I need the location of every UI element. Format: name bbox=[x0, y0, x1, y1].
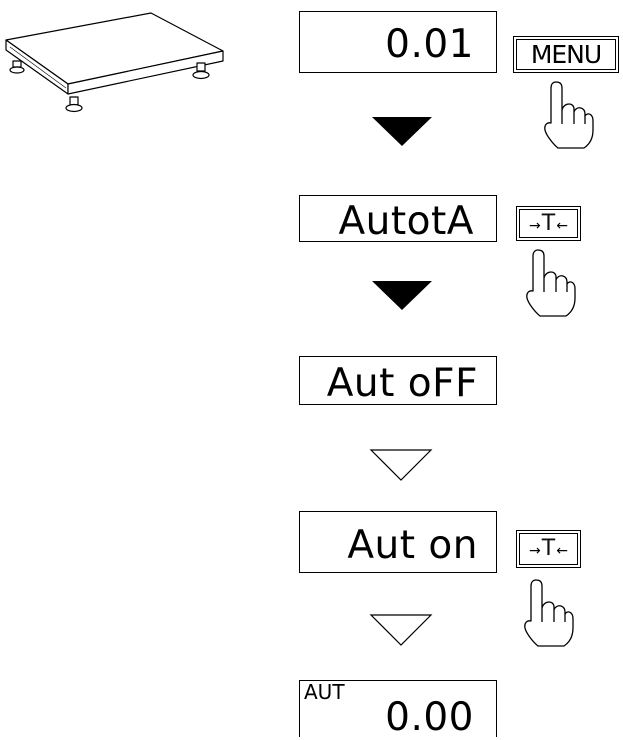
display-value: AutotA bbox=[338, 199, 474, 244]
display-value: Aut oFF bbox=[326, 361, 478, 406]
tare-key[interactable]: →T← bbox=[516, 530, 581, 568]
display-step-3: Aut oFF bbox=[299, 356, 497, 405]
tare-right-arrow-icon: ← bbox=[556, 217, 568, 234]
arrow-down-outline-icon bbox=[369, 449, 433, 481]
display-step-2: AutotA bbox=[299, 195, 497, 242]
arrow-down-filled-icon bbox=[372, 281, 432, 310]
display-value: 0.01 bbox=[385, 22, 474, 67]
menu-key-label: MENU bbox=[530, 40, 602, 69]
tare-left-arrow-icon: → bbox=[529, 217, 541, 234]
display-step-5: AUT 0.00 bbox=[299, 680, 497, 737]
arrow-down-filled-icon bbox=[372, 117, 432, 146]
tare-left-arrow-icon: → bbox=[529, 543, 541, 559]
aut-indicator: AUT bbox=[304, 680, 345, 704]
display-step-1: 0.01 bbox=[299, 11, 497, 73]
tare-key-label: →T← bbox=[529, 536, 568, 561]
tare-key[interactable]: →T← bbox=[516, 206, 581, 241]
tare-key-label: →T← bbox=[529, 210, 568, 236]
display-value: 0.00 bbox=[385, 695, 474, 740]
menu-key[interactable]: MENU bbox=[513, 36, 619, 73]
arrow-down-outline-icon bbox=[369, 614, 433, 646]
platform-scale-icon bbox=[5, 12, 224, 113]
pressing-hand-icon bbox=[544, 81, 594, 149]
pressing-hand-icon bbox=[524, 579, 574, 647]
tare-right-arrow-icon: ← bbox=[556, 543, 568, 559]
display-value: Aut on bbox=[347, 523, 478, 568]
pressing-hand-icon bbox=[526, 249, 576, 317]
display-step-4: Aut on bbox=[299, 511, 497, 573]
